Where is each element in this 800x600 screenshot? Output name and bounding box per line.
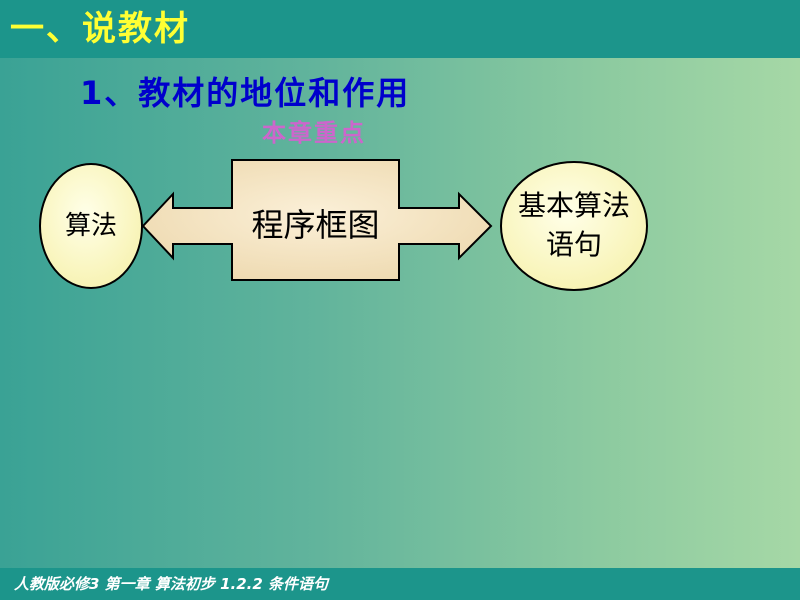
slide-title: 一、说教材 bbox=[10, 9, 190, 49]
basic-statements-node bbox=[500, 161, 648, 291]
basic-statements-label-line2: 语句 bbox=[545, 228, 602, 261]
footer-bar: 人教版必修3 第一章 算法初步 1.2.2 条件语句 bbox=[0, 568, 800, 600]
algorithm-node-label: 算法 bbox=[64, 211, 117, 241]
section-subtitle: 1、教材的地位和作用 bbox=[80, 74, 411, 112]
flowchart-double-arrow bbox=[141, 159, 493, 281]
title-bar: 一、说教材 bbox=[0, 0, 800, 58]
basic-statements-label-line1: 基本算法 bbox=[517, 189, 630, 222]
key-point-label: 本章重点 bbox=[262, 119, 366, 147]
footer-text: 人教版必修3 第一章 算法初步 1.2.2 条件语句 bbox=[14, 575, 329, 593]
flowchart-node-label: 程序框图 bbox=[251, 206, 380, 244]
